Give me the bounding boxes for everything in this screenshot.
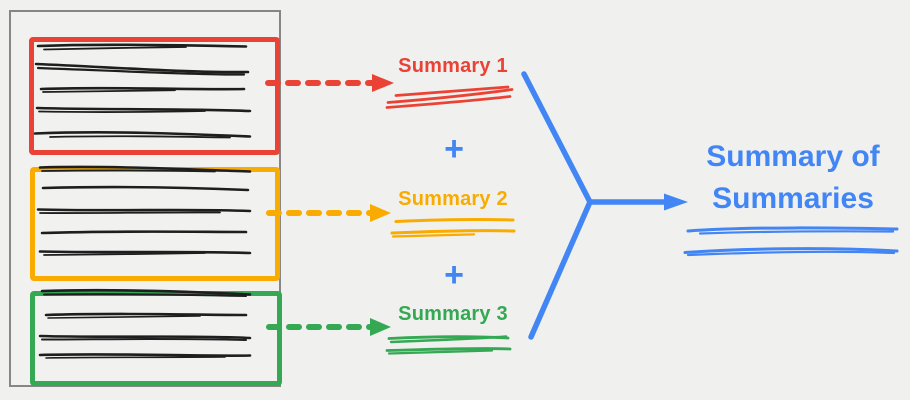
document-chunk-2 [30,167,280,281]
summary-2-underline-scribble [390,218,516,238]
summary-3-dashed-arrow [266,318,391,336]
summary-2-label: Summary 2 [398,188,508,210]
summary-2-dashed-arrow [266,204,391,222]
merge-arrowhead-icon [664,193,688,211]
merge-line-top [521,71,593,205]
source-document [9,10,282,387]
summary-1-underline-scribble [385,85,514,109]
document-chunk-1 [29,37,280,155]
document-chunk-3 [30,291,282,386]
result-underline-scribble [683,226,899,257]
plus-operator-1: + [444,130,464,168]
merge-line-bottom [528,199,593,340]
merge-bracket [521,71,688,340]
summary-1-dashed-arrow [265,74,394,92]
summary-3-underline-scribble [385,335,512,355]
summary-1-label: Summary 1 [398,55,508,77]
plus-operator-2: + [444,256,464,294]
summary-3-label: Summary 3 [398,303,508,325]
result-label: Summary of Summaries [706,140,880,215]
